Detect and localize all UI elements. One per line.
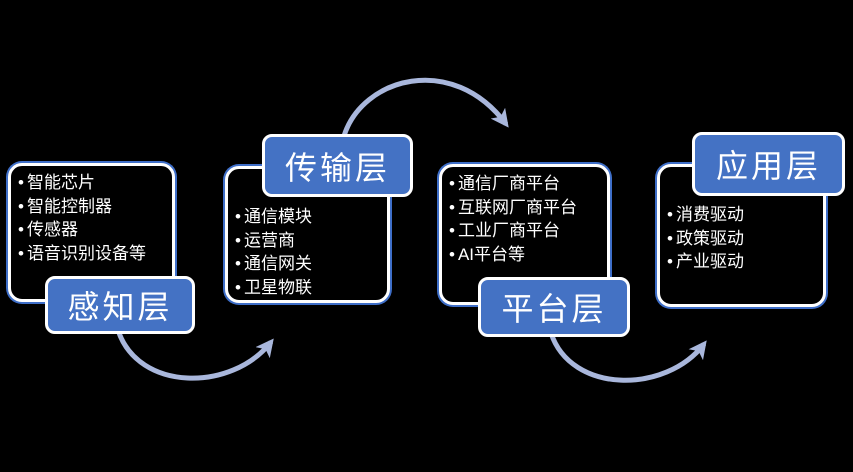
bullet-item: AI平台等	[449, 243, 603, 267]
content-box-perception: 智能芯片智能控制器传感器语音识别设备等	[8, 163, 175, 302]
label-platform: 平台层	[478, 277, 630, 337]
bullet-item: 通信网关	[235, 252, 383, 276]
label-perception: 感知层	[45, 276, 195, 334]
bullet-list-application: 消费驱动政策驱动产业驱动	[660, 167, 823, 278]
label-perception-text: 感知层	[67, 289, 173, 325]
bullet-item: 智能控制器	[18, 195, 168, 219]
arrow-transmission-to-platform-icon	[341, 77, 509, 137]
bullet-list-perception: 智能芯片智能控制器传感器语音识别设备等	[11, 166, 172, 269]
arrow-perception-to-transmission-icon	[115, 329, 274, 381]
bullet-list-platform: 通信厂商平台互联网厂商平台工业厂商平台AI平台等	[442, 167, 607, 270]
bullet-item: 工业厂商平台	[449, 219, 603, 243]
label-transmission: 传输层	[262, 134, 413, 197]
label-transmission-text: 传输层	[284, 149, 390, 186]
bullet-item: 智能芯片	[18, 171, 168, 195]
bullet-item: 运营商	[235, 229, 383, 253]
bullet-item: 通信模块	[235, 205, 383, 229]
bullet-item: 产业驱动	[667, 250, 819, 274]
bullet-item: 语音识别设备等	[18, 242, 168, 266]
bullet-item: 互联网厂商平台	[449, 196, 603, 220]
bullet-item: 政策驱动	[667, 227, 819, 251]
label-application-text: 应用层	[715, 148, 821, 184]
bullet-item: 传感器	[18, 218, 168, 242]
bullet-list-transmission: 通信模块运营商通信网关卫星物联	[228, 169, 387, 303]
bullet-item: 卫星物联	[235, 276, 383, 300]
label-platform-text: 平台层	[501, 291, 607, 327]
bullet-item: 消费驱动	[667, 203, 819, 227]
label-application: 应用层	[692, 132, 845, 196]
arrow-platform-to-application-icon	[548, 332, 707, 383]
bullet-item: 通信厂商平台	[449, 172, 603, 196]
